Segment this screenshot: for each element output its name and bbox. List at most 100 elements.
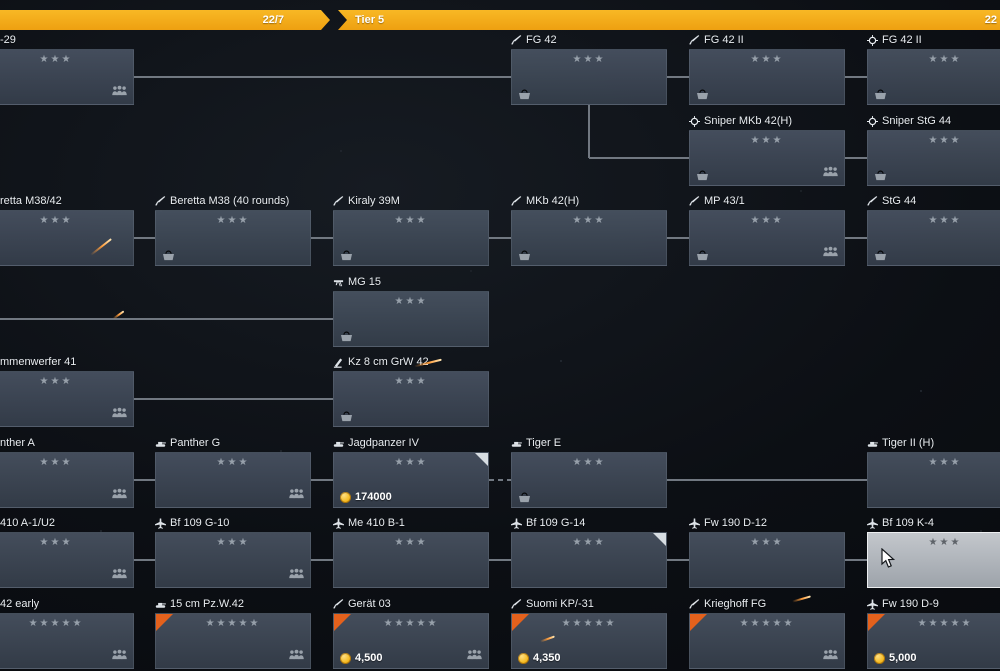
connector-line (588, 105, 590, 158)
connector-line (134, 398, 333, 400)
tier-bar-previous[interactable]: 22/7 (0, 10, 330, 30)
tech-card-me-410-b1[interactable]: Me 410 B-1★★★ (333, 516, 489, 588)
item-panel[interactable]: ★★★ (689, 532, 845, 588)
tier-bar-current[interactable]: Tier 5 22 (338, 10, 1000, 30)
item-panel[interactable]: ★★★ (689, 210, 845, 266)
tech-card-fw-190-d9[interactable]: Fw 190 D-9★★★★★5,000 (867, 597, 1000, 669)
item-title-text: FG 42 II (882, 34, 922, 46)
item-panel[interactable]: ★★★ (511, 49, 667, 105)
item-panel[interactable]: ★★★ (0, 371, 134, 427)
gun-icon (689, 196, 700, 207)
purchase-indicator (340, 411, 353, 422)
tech-card-gerat-03[interactable]: Gerät 03 ★★★★★4,500 (333, 597, 489, 669)
item-panel[interactable]: ★★★★★4,350 (511, 613, 667, 669)
tech-card-me-410-a1-u2[interactable]: 410 A-1/U2★★★ (0, 516, 134, 588)
item-panel[interactable]: ★★★ (0, 210, 134, 266)
star-rating: ★★★ (928, 537, 962, 548)
tech-card-bf-109-g10[interactable]: Bf 109 G-10★★★ (155, 516, 311, 588)
tech-card-fg-42-ii-b[interactable]: FG 42 II ★★★ (867, 33, 1000, 105)
connector-line (845, 559, 867, 561)
tech-card-jagdpanzer-iv[interactable]: Jagdpanzer IV★★★174000 (333, 436, 489, 508)
item-panel[interactable]: ★★★ (0, 532, 134, 588)
item-panel[interactable]: ★★★★★5,000 (867, 613, 1000, 669)
item-panel[interactable]: ★★★ (333, 371, 489, 427)
item-title: -29 (0, 33, 134, 47)
item-title: Krieghoff FG (689, 597, 845, 611)
item-panel[interactable]: ★★★ (155, 452, 311, 508)
tech-card-mp-29[interactable]: -29 ★★★ (0, 33, 134, 105)
item-title-text: Bf 109 G-14 (526, 517, 586, 529)
item-panel[interactable]: ★★★ (689, 49, 845, 105)
connector-line (667, 237, 689, 239)
tech-card-beretta-m38-42[interactable]: retta M38/42 ★★★ (0, 194, 134, 266)
tech-card-tiger-ii-h[interactable]: Tiger II (H)★★★ (867, 436, 1000, 508)
tech-card-flammenwerfer-41[interactable]: mmenwerfer 41★★★ (0, 355, 134, 427)
item-panel[interactable]: ★★★ (333, 532, 489, 588)
tech-card-panther-g[interactable]: Panther G ★★★ (155, 436, 311, 508)
tech-card-fg-42-early[interactable]: 42 early★★★★★ (0, 597, 134, 669)
tech-card-pz-w-42[interactable]: 15 cm Pz.W.42★★★★★ (155, 597, 311, 669)
tech-card-suomi-kp-31[interactable]: Suomi KP/-31★★★★★4,350 (511, 597, 667, 669)
tech-card-panther-a[interactable]: nther A★★★ (0, 436, 134, 508)
premium-corner-marker (334, 614, 351, 631)
item-title-text: Kiraly 39M (348, 195, 400, 207)
item-panel[interactable]: ★★★ (511, 452, 667, 508)
squad-icon (111, 85, 128, 96)
tech-card-fg-42-ii-a[interactable]: FG 42 II★★★ (689, 33, 845, 105)
item-panel[interactable]: ★★★★★4,500 (333, 613, 489, 669)
tech-card-kz-8cm-grw-42[interactable]: Kz 8 cm GrW 42★★★ (333, 355, 489, 427)
gun-icon (689, 35, 700, 46)
tech-card-mkb-42h[interactable]: MKb 42(H)★★★ (511, 194, 667, 266)
squad-indicator (288, 647, 305, 665)
price-amount: 174000 (355, 491, 392, 503)
tech-card-sniper-stg-44[interactable]: Sniper StG 44★★★ (867, 114, 1000, 186)
tech-card-mp-43-1[interactable]: MP 43/1★★★ (689, 194, 845, 266)
item-title: retta M38/42 (0, 194, 134, 208)
item-panel[interactable]: ★★★ (155, 210, 311, 266)
item-panel[interactable]: ★★★ (155, 532, 311, 588)
connector-line (845, 76, 867, 78)
purchase-indicator (874, 250, 887, 261)
star-rating: ★★★ (394, 296, 428, 307)
item-panel[interactable]: ★★★ (0, 49, 134, 105)
tech-card-krieghoff-fg[interactable]: Krieghoff FG ★★★★★ (689, 597, 845, 669)
plane-icon (867, 518, 878, 529)
tech-card-tiger-e[interactable]: Tiger E★★★ (511, 436, 667, 508)
item-panel[interactable]: ★★★ (689, 130, 845, 186)
squad-icon (111, 568, 128, 579)
item-title-text: Krieghoff FG (704, 598, 767, 610)
star-rating: ★★★ (572, 537, 606, 548)
price-amount: 4,350 (533, 652, 561, 664)
item-panel[interactable]: ★★★ (511, 532, 667, 588)
star-rating: ★★★ (216, 457, 250, 468)
item-title-text: Panther G (170, 437, 221, 449)
item-panel[interactable]: ★★★★★ (155, 613, 311, 669)
tech-card-kiraly-39m[interactable]: Kiraly 39M ★★★ (333, 194, 489, 266)
item-panel[interactable]: ★★★★★ (689, 613, 845, 669)
purchase-indicator (874, 170, 887, 181)
tech-card-bf-109-g14[interactable]: Bf 109 G-14 ★★★ (511, 516, 667, 588)
connector-line (311, 479, 333, 481)
item-panel[interactable]: ★★★ (867, 130, 1000, 186)
item-panel[interactable]: ★★★ (333, 210, 489, 266)
connector-line (667, 479, 867, 481)
item-panel[interactable]: ★★★ (867, 452, 1000, 508)
item-panel[interactable]: ★★★★★ (0, 613, 134, 669)
tank-icon (155, 599, 166, 610)
item-panel[interactable]: ★★★174000 (333, 452, 489, 508)
tech-card-fw-190-d12[interactable]: Fw 190 D-12★★★ (689, 516, 845, 588)
item-panel[interactable]: ★★★ (867, 49, 1000, 105)
item-panel[interactable]: ★★★ (0, 452, 134, 508)
tech-card-beretta-m38-40[interactable]: Beretta M38 (40 rounds)★★★ (155, 194, 311, 266)
tech-card-mg-15[interactable]: MG 15★★★ (333, 275, 489, 347)
connector-line (667, 76, 689, 78)
tank-icon (333, 438, 344, 449)
squad-icon (111, 488, 128, 499)
tech-card-stg-44[interactable]: StG 44★★★ (867, 194, 1000, 266)
tech-card-fg-42[interactable]: FG 42★★★ (511, 33, 667, 105)
item-title-text: Gerät 03 (348, 598, 391, 610)
tech-card-sniper-mkb-42h[interactable]: Sniper MKb 42(H)★★★ (689, 114, 845, 186)
item-panel[interactable]: ★★★ (511, 210, 667, 266)
item-panel[interactable]: ★★★ (867, 210, 1000, 266)
item-panel[interactable]: ★★★ (333, 291, 489, 347)
